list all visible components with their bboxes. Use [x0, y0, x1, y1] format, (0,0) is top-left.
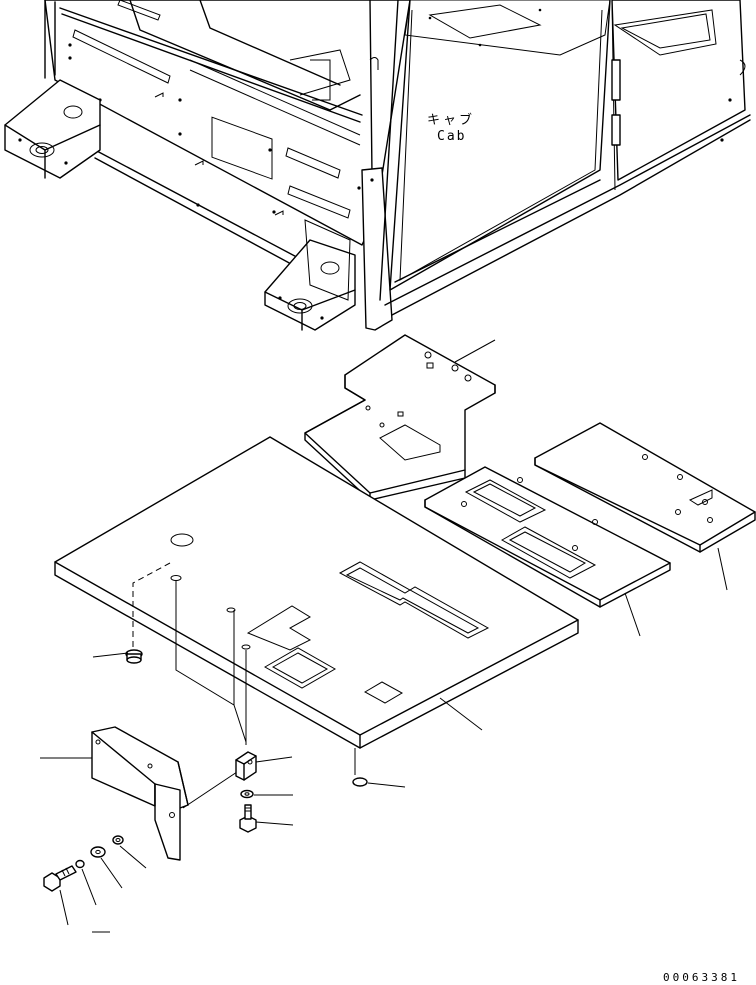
cab-label-japanese: キャブ	[427, 113, 476, 128]
assembly-guides	[132, 562, 356, 809]
washer-icon	[240, 789, 254, 799]
drawing-number: 00063381	[663, 971, 740, 984]
grommet-icon	[125, 649, 143, 664]
washer-icon	[90, 846, 106, 858]
grommet-icon	[352, 777, 368, 787]
floor-mat-icon	[304, 334, 756, 608]
washer-icon	[112, 835, 124, 845]
floor-plate-icon	[54, 436, 579, 749]
cover-plate-icon	[91, 726, 189, 861]
bracket-icon	[235, 751, 257, 781]
cab-frame-icon	[4, 0, 751, 331]
cab-label-english: Cab	[437, 129, 467, 144]
washer-icon	[75, 859, 85, 869]
bolt-icon	[239, 804, 257, 833]
leader-lines	[40, 339, 728, 933]
bolt-icon	[43, 865, 77, 892]
